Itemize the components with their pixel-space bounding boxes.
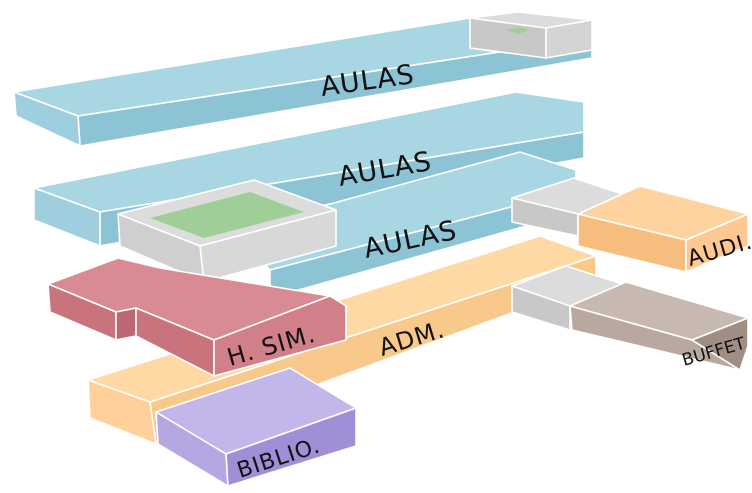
buffet-right bbox=[691, 317, 749, 371]
biblio-right bbox=[225, 407, 357, 487]
courtyard-mid-right bbox=[199, 209, 337, 283]
hsim-right bbox=[213, 295, 347, 377]
buffet-block bbox=[511, 265, 749, 371]
adm-bar-left bbox=[87, 379, 157, 445]
buffet-connector-front bbox=[511, 285, 571, 331]
courtyard-top-grass bbox=[506, 27, 530, 34]
audi-right bbox=[685, 213, 749, 273]
audi-block bbox=[511, 177, 749, 273]
hsim-block bbox=[47, 257, 347, 377]
courtyard-top bbox=[469, 11, 593, 59]
aulas-top-block bbox=[13, 17, 593, 147]
courtyard-top-right bbox=[545, 19, 593, 59]
aulas-mid-slab-left bbox=[33, 187, 101, 247]
aulas-top-slab-left bbox=[13, 91, 81, 147]
biblio-block bbox=[155, 367, 357, 487]
courtyard-mid-grass bbox=[150, 192, 304, 238]
hsim-front-notch bbox=[115, 307, 137, 341]
courtyard-mid bbox=[117, 179, 337, 283]
